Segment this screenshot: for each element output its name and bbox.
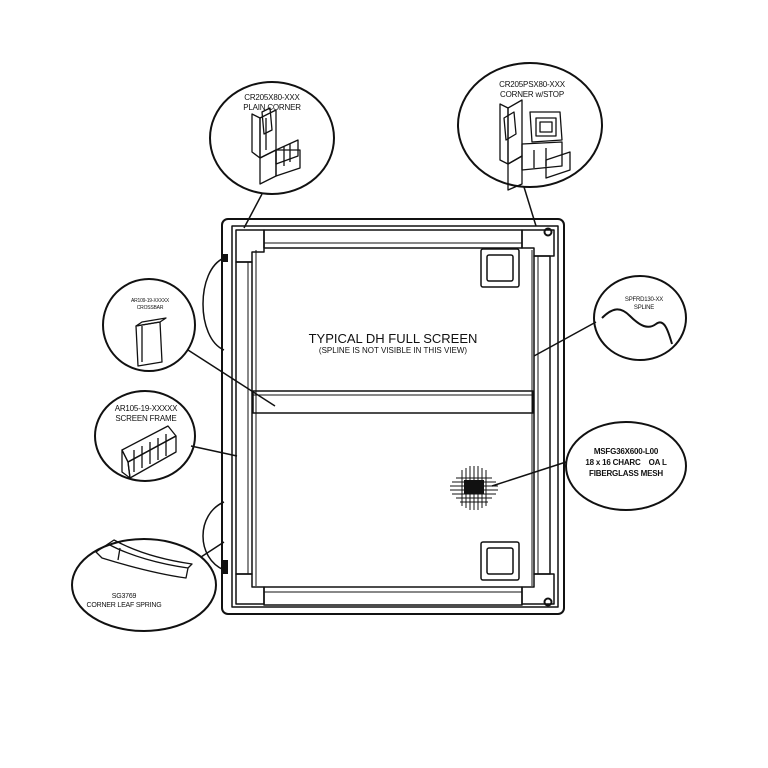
spline-illustration	[601, 308, 673, 345]
callout-leaf-spring	[71, 538, 217, 632]
plain-corner-desc: PLAIN CORNER	[243, 103, 301, 112]
stop-block-top	[480, 248, 520, 288]
corner-stop-desc: CORNER w/STOP	[500, 90, 564, 99]
spline-desc: SPLINE	[634, 305, 654, 311]
right-stile	[533, 255, 551, 575]
mesh-part: MSFG36X600-L00	[594, 447, 659, 456]
main-title: TYPICAL DH FULL SCREEN	[309, 331, 478, 346]
callout-corner-stop	[457, 62, 603, 188]
corner-bottom-left	[235, 573, 265, 605]
callout-crossbar	[102, 278, 196, 372]
corner-bottom-right	[521, 573, 555, 605]
leaf-spring-part: SG3769	[112, 593, 137, 600]
fiberglass-mesh-swatch	[450, 466, 498, 510]
corner-stop-part: CR205PSX80-XXX	[499, 80, 566, 89]
screen-frame-part: AR105-19-XXXXX	[115, 404, 178, 413]
mounting-hole-top	[543, 227, 553, 237]
top-rail	[263, 229, 523, 249]
crossbar-desc: CROSSBAR	[137, 305, 164, 311]
plain-corner-part: CR205X80-XXX	[244, 93, 300, 102]
mesh-desc: FIBERGLASS MESH	[589, 469, 663, 478]
screen-frame-desc: SCREEN FRAME	[115, 414, 176, 423]
leaf-spring-lower	[202, 501, 225, 571]
leaf-spring-upper	[202, 257, 225, 351]
left-stile	[235, 261, 253, 575]
spline-part: SPFRD130-XX	[625, 297, 663, 303]
screen-frame-illustration	[121, 425, 177, 479]
corner-stop-illustration	[499, 99, 571, 191]
callout-screen-frame	[94, 390, 196, 482]
bottom-rail	[263, 586, 523, 606]
stop-block-bottom	[480, 541, 520, 581]
leaf-spring-illustration	[95, 539, 193, 579]
mesh-line2: 18 x 16 CHARC OA L	[585, 458, 667, 467]
mounting-hole-bottom	[543, 597, 553, 607]
crossbar-illustration	[135, 317, 167, 367]
corner-top-right	[521, 229, 555, 257]
main-subtitle: (SPLINE IS NOT VISIBLE IN THIS VIEW)	[319, 346, 468, 355]
callout-spline	[593, 275, 687, 361]
leaf-spring-desc: CORNER LEAF SPRING	[87, 602, 162, 609]
leader-lines	[187, 186, 597, 558]
crossbar-rail	[252, 390, 534, 414]
callout-plain-corner	[209, 81, 335, 195]
crossbar-part: AR109-19-XXXXX	[131, 298, 170, 304]
screen-frame-outline	[221, 218, 565, 615]
corner-top-left	[235, 229, 265, 263]
callout-mesh	[565, 421, 687, 511]
plain-corner-illustration	[251, 107, 301, 185]
